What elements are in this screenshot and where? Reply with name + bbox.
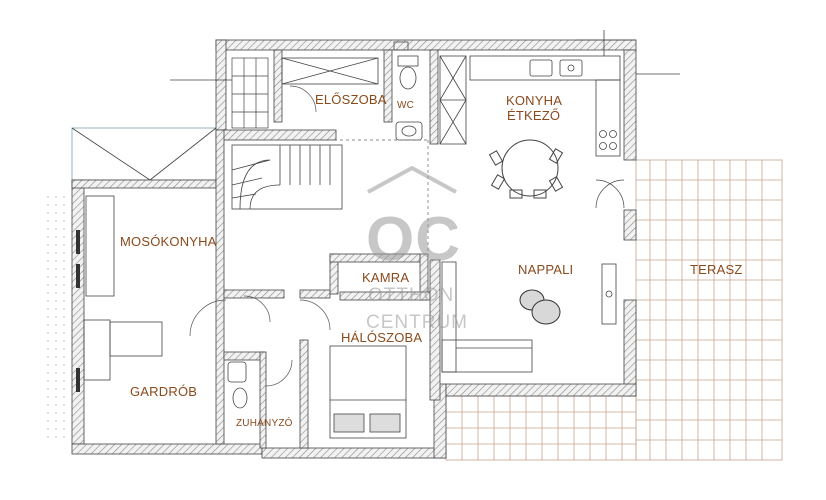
door-swings <box>189 85 331 387</box>
roof-details <box>393 30 680 75</box>
room-label-kamra: KAMRA <box>362 270 409 285</box>
room-label-eloszoba: ELŐSZOBA <box>315 92 387 107</box>
room-label-mosokonyha: MOSÓKONYHA <box>120 234 217 249</box>
lower-terrace-paving <box>445 395 637 461</box>
coffee-table <box>519 289 561 325</box>
room-label-haloszoba: HÁLÓSZOBA <box>341 330 422 345</box>
left-windows <box>76 230 80 392</box>
living-sofa <box>441 261 533 373</box>
laundry-units <box>83 195 163 381</box>
room-label-zuhanyzo: ZUHANYZÓ <box>236 416 293 429</box>
kitchen-counter <box>469 55 621 157</box>
room-label-wc: WC <box>397 100 414 111</box>
watermark: OC OTTHON CENTRUM <box>366 165 468 333</box>
watermark-line1: OTTHON <box>368 285 454 306</box>
room-label-nappali: NAPPALI <box>518 262 573 277</box>
entry-tiles <box>170 57 269 129</box>
watermark-roof-icon <box>367 165 457 194</box>
room-label-etkezo: ÉTKEZŐ <box>507 108 560 123</box>
dashed-guides <box>226 139 430 254</box>
interior-walls <box>215 49 441 449</box>
dining-table <box>488 139 564 199</box>
room-label-terasz: TERASZ <box>690 262 742 277</box>
watermark-logo: OC <box>366 205 461 274</box>
exterior-walls <box>71 39 637 459</box>
kitchen-tall-units <box>439 55 467 145</box>
wc-fixtures <box>395 55 423 141</box>
terrace-paving <box>635 159 783 461</box>
watermark-line2: CENTRUM <box>366 312 468 333</box>
shower-room <box>227 361 248 409</box>
entrance-canopy <box>71 127 217 181</box>
tv-unit <box>601 263 617 325</box>
room-label-konyha: KONYHA <box>506 93 562 108</box>
left-dimension-marks <box>47 196 65 440</box>
terrace-doors <box>595 179 625 209</box>
room-label-gardrob: GARDRÓB <box>130 384 197 399</box>
hall-wardrobe <box>281 57 379 85</box>
staircase <box>231 144 343 210</box>
bed <box>329 345 407 439</box>
